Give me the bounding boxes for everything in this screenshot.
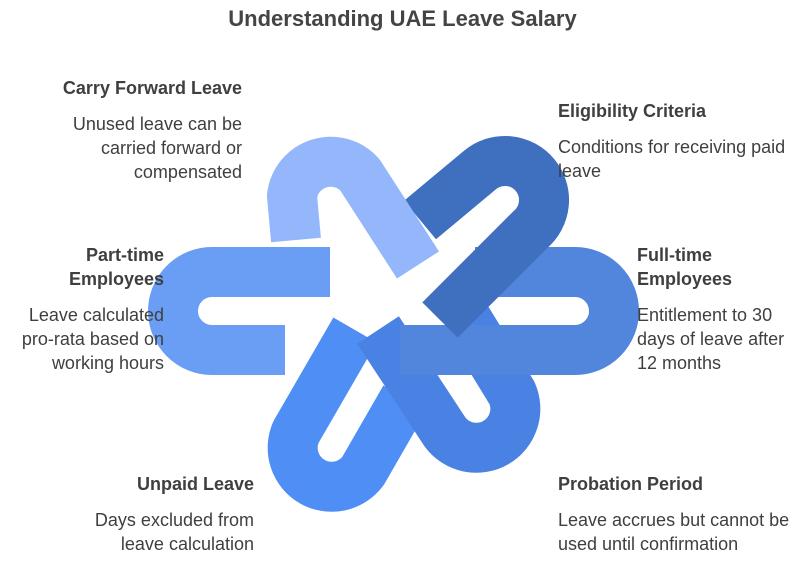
page-title: Understanding UAE Leave Salary: [228, 6, 577, 31]
eligibility-criteria-block: Eligibility Criteria Conditions for rece…: [558, 99, 798, 183]
loop-probation: [357, 304, 541, 473]
probation-heading: Probation Period: [558, 474, 704, 494]
part-time-description: Leave calculated pro-rata based on worki…: [21, 305, 164, 373]
loop-part-time: [148, 247, 330, 375]
carry-forward-heading: Carry Forward Leave: [62, 78, 242, 98]
probation-period-block: Probation Period Leave accrues but canno…: [558, 472, 798, 556]
loop-unpaid: [267, 317, 427, 512]
loop-carry-forward: [267, 136, 440, 279]
unpaid-heading: Unpaid Leave: [136, 474, 254, 494]
unpaid-leave-block: Unpaid Leave Days excluded from leave ca…: [60, 472, 254, 556]
full-time-employees-block: Full-time Employees Entitlement to 30 da…: [637, 243, 805, 375]
unpaid-description: Days excluded from leave calculation: [94, 510, 254, 554]
full-time-heading: Full-time Employees: [637, 245, 733, 289]
full-time-description: Entitlement to 30 days of leave after 12…: [637, 305, 785, 373]
part-time-employees-block: Part-time Employees Leave calculated pro…: [0, 243, 164, 375]
eligibility-heading: Eligibility Criteria: [558, 101, 707, 121]
probation-description: Leave accrues but cannot be used until c…: [558, 510, 790, 554]
loop-full-time: [400, 247, 639, 375]
part-time-heading: Part-time Employees: [68, 245, 164, 289]
loop-eligibility: [403, 135, 570, 338]
eligibility-description: Conditions for receiving paid leave: [558, 137, 786, 181]
carry-forward-leave-block: Carry Forward Leave Unused leave can be …: [40, 76, 242, 184]
carry-forward-description: Unused leave can be carried forward or c…: [72, 114, 242, 182]
